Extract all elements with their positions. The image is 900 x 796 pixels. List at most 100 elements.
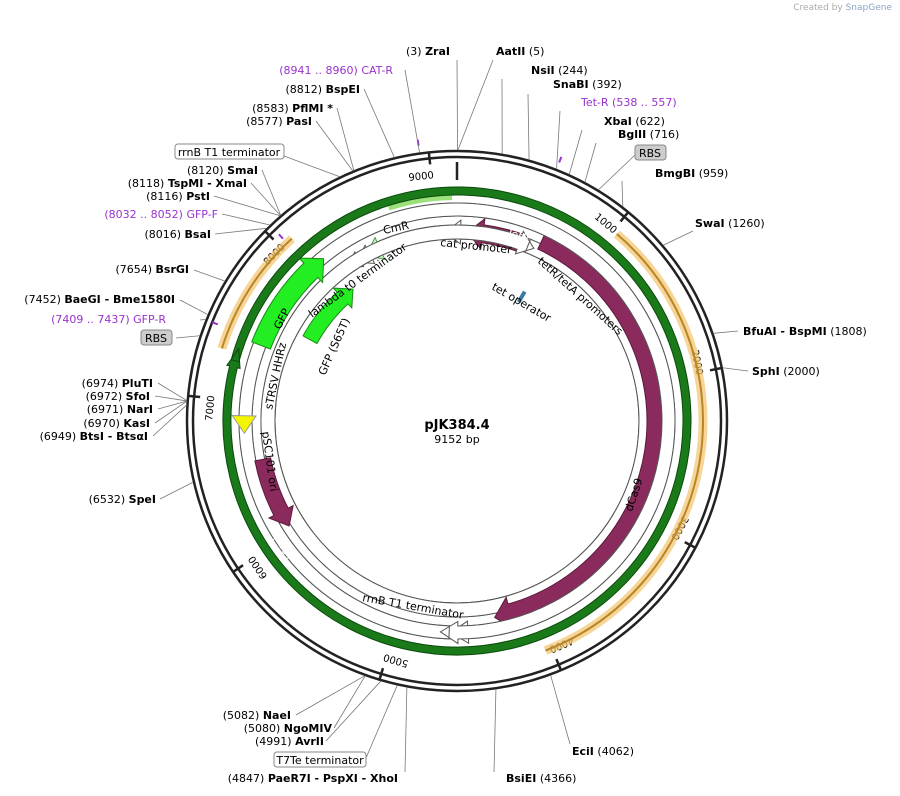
site-pflmi[interactable]: (8583) PflMI * bbox=[252, 102, 333, 115]
svg-text:BmgBI (959): BmgBI (959) bbox=[655, 167, 728, 180]
site-pos: (6970) bbox=[83, 417, 120, 430]
site-paer7i-pspxi-xhoi[interactable]: (4847) PaeR7I - PspXI - XhoI bbox=[228, 772, 398, 785]
site-leader bbox=[214, 227, 267, 235]
site-bspei[interactable]: (8812) BspEI bbox=[286, 83, 361, 96]
site-name: PflMI * bbox=[292, 102, 333, 115]
site-swai[interactable]: SwaI (1260) bbox=[695, 217, 765, 230]
svg-text:(6532) SpeI: (6532) SpeI bbox=[89, 493, 156, 506]
site-leader bbox=[154, 395, 187, 402]
site-name: NarI bbox=[127, 403, 153, 416]
site-name: AatII bbox=[496, 45, 525, 58]
site-leader bbox=[493, 689, 497, 773]
site-aatii[interactable]: AatII (5) bbox=[496, 45, 544, 58]
site-bglii[interactable]: BglII (716) bbox=[618, 128, 679, 141]
svg-text:(7452) BaeGI - Bme1580I: (7452) BaeGI - Bme1580I bbox=[24, 293, 175, 306]
primer-gfp-f[interactable]: (8032 .. 8052) GFP-F bbox=[104, 208, 218, 221]
feature-tet-operator[interactable] bbox=[516, 290, 527, 304]
site-leader bbox=[179, 299, 208, 315]
site-spei[interactable]: (6532) SpeI bbox=[89, 493, 156, 506]
site-pos: (2000) bbox=[783, 365, 820, 378]
site-bsai[interactable]: (8016) BsaI bbox=[144, 228, 211, 241]
site-name: SfoI bbox=[126, 390, 150, 403]
svg-text:EciI (4062): EciI (4062) bbox=[572, 745, 634, 758]
site-bsiei[interactable]: BsiEI (4366) bbox=[506, 772, 576, 785]
feature-rbs-left[interactable]: RBS bbox=[140, 329, 173, 346]
site-name: BaeGI - Bme1580I bbox=[64, 293, 175, 306]
feature-t7te-terminator[interactable]: T7Te terminator bbox=[273, 751, 367, 768]
site-smai[interactable]: (8120) SmaI bbox=[187, 164, 258, 177]
site-nsii[interactable]: NsiI (244) bbox=[531, 64, 588, 77]
tick-mark bbox=[188, 394, 201, 399]
site-name: PasI bbox=[286, 115, 312, 128]
site-sphi[interactable]: SphI (2000) bbox=[752, 365, 820, 378]
site-pluti[interactable]: (6974) PluTI bbox=[82, 377, 153, 390]
site-pos: (8118) bbox=[128, 177, 165, 190]
site-leader bbox=[527, 93, 530, 160]
site-btsi[interactable]: (6949) BtsI - BtsαI bbox=[40, 430, 148, 443]
site-name: BfuAI - BspMI bbox=[743, 325, 827, 338]
site-avrii[interactable]: (4991) AvrII bbox=[255, 735, 324, 748]
primer-mark bbox=[278, 233, 284, 240]
site-name: SnaBI bbox=[553, 78, 589, 91]
feature-gfp[interactable] bbox=[251, 257, 325, 350]
site-leader bbox=[713, 330, 739, 334]
tick-mark bbox=[619, 211, 630, 223]
orf-band-tetr bbox=[387, 194, 453, 211]
site-pos: (244) bbox=[558, 64, 588, 77]
rrnb-label: rrnB T1 terminator bbox=[178, 146, 281, 159]
primer-name: CAT-R bbox=[361, 64, 393, 77]
feature-psc101-ori[interactable] bbox=[231, 414, 257, 435]
site-xbai[interactable]: XbaI (622) bbox=[604, 115, 665, 128]
site-bsrgi[interactable]: (7654) BsrGI bbox=[115, 263, 189, 276]
rbs-label: RBS bbox=[639, 147, 661, 160]
site-bfuai-bspmi[interactable]: BfuAI - BspMI (1808) bbox=[743, 325, 867, 338]
primer-gfp-r[interactable]: (7409 .. 7437) GFP-R bbox=[51, 313, 166, 326]
site-leader bbox=[584, 142, 597, 183]
site-bmgbi[interactable]: BmgBI (959) bbox=[655, 167, 728, 180]
site-name: SpeI bbox=[129, 493, 156, 506]
site-naei[interactable]: (5082) NaeI bbox=[223, 709, 291, 722]
site-leader bbox=[261, 169, 282, 216]
site-name: TspMI - XmaI bbox=[168, 177, 247, 190]
svg-text:(8941 .. 8960) CAT-R: (8941 .. 8960) CAT-R bbox=[279, 64, 393, 77]
feature-gfp-s65t[interactable] bbox=[302, 287, 354, 345]
svg-text:(8583) PflMI *: (8583) PflMI * bbox=[252, 102, 333, 115]
svg-text:(8577) PasI: (8577) PasI bbox=[246, 115, 312, 128]
site-ngomiv[interactable]: (5080) NgoMIV bbox=[244, 722, 333, 735]
site-leader bbox=[457, 59, 494, 151]
feature-rrnb-t1-top[interactable]: rrnB T1 terminator bbox=[174, 143, 285, 160]
primer-cat-r[interactable]: (8941 .. 8960) CAT-R bbox=[279, 64, 393, 77]
site-leader bbox=[152, 404, 187, 437]
site-tspmi-xmai[interactable]: (8118) TspMI - XmaI bbox=[128, 177, 247, 190]
site-leader bbox=[154, 400, 187, 424]
feature-rep101[interactable] bbox=[254, 457, 294, 527]
site-leader bbox=[568, 129, 583, 175]
site-sfoi[interactable]: (6972) SfoI bbox=[86, 390, 150, 403]
feature-rbs-top[interactable]: RBS bbox=[634, 144, 667, 161]
svg-text:Tet-R (538 .. 557): Tet-R (538 .. 557) bbox=[580, 96, 677, 109]
site-leader bbox=[333, 675, 366, 729]
svg-text:SphI (2000): SphI (2000) bbox=[752, 365, 820, 378]
site-snabi[interactable]: SnaBI (392) bbox=[553, 78, 622, 91]
tick-label: 9000 bbox=[408, 170, 434, 184]
svg-text:BfuAI - BspMI (1808): BfuAI - BspMI (1808) bbox=[743, 325, 867, 338]
site-name: EciI bbox=[572, 745, 594, 758]
site-kasi[interactable]: (6970) KasI bbox=[83, 417, 150, 430]
plasmid-size: 9152 bp bbox=[434, 433, 479, 446]
tick-mark bbox=[555, 658, 563, 671]
primer-pos: (538 .. 557) bbox=[612, 96, 677, 109]
tick-mark bbox=[378, 667, 385, 681]
site-ecii[interactable]: EciI (4062) bbox=[572, 745, 634, 758]
primer-tet-r[interactable]: Tet-R (538 .. 557) bbox=[580, 96, 677, 109]
site-nari[interactable]: (6971) NarI bbox=[87, 403, 153, 416]
site-pos: (3) bbox=[406, 45, 422, 58]
site-psti[interactable]: (8116) PstI bbox=[146, 190, 210, 203]
site-leader bbox=[556, 110, 561, 169]
site-pasi[interactable]: (8577) PasI bbox=[246, 115, 312, 128]
site-baegi-bme1580i[interactable]: (7452) BaeGI - Bme1580I bbox=[24, 293, 175, 306]
site-name: XbaI bbox=[604, 115, 632, 128]
site-leader bbox=[365, 685, 398, 759]
site-zrai[interactable]: (3) ZraI bbox=[406, 45, 450, 58]
feature-strsv-hhrz[interactable] bbox=[222, 186, 692, 656]
primer-pos: (8032 .. 8052) bbox=[104, 208, 183, 221]
